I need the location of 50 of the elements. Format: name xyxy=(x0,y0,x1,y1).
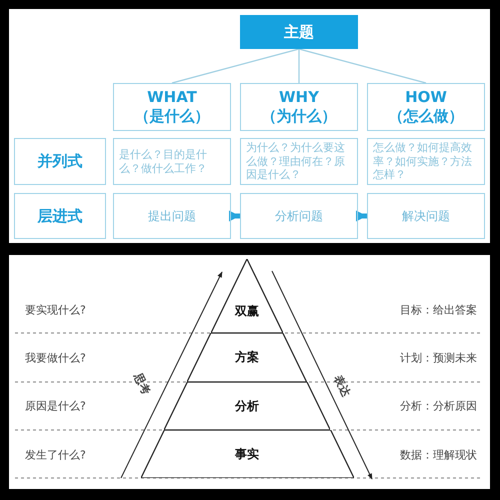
pyramid-tier xyxy=(140,430,354,478)
description-box xyxy=(240,138,358,185)
node-text: 分析 xyxy=(234,398,259,414)
question-text: 发生了什么? xyxy=(25,448,86,462)
arrow xyxy=(229,210,240,222)
question-text: 原因是什么? xyxy=(25,399,86,413)
step-box xyxy=(367,193,485,239)
column-subtitle: （怎么做） xyxy=(388,107,464,126)
column-title: WHY xyxy=(279,88,319,107)
description-box xyxy=(113,138,231,185)
column-subtitle: （为什么） xyxy=(262,107,336,126)
pyramid-tier xyxy=(164,382,330,430)
node-text: 方案 xyxy=(234,350,259,365)
row-header-box xyxy=(14,138,106,185)
node-text: 是什么？目的是什么？做什么工作？ xyxy=(119,148,208,176)
row-header-box xyxy=(14,193,106,239)
column-subtitle: （是什么） xyxy=(134,107,210,126)
question-text: 要实现什么? xyxy=(25,303,86,317)
step-box xyxy=(113,193,231,239)
direction-label: 表达 xyxy=(331,373,353,399)
node-text: 事实 xyxy=(235,446,259,462)
column-title: HOW xyxy=(405,88,447,107)
column-header-box xyxy=(240,83,358,131)
pyramid-tier xyxy=(187,333,307,382)
node-text: 双赢 xyxy=(234,304,259,319)
tier-description: 数据：理解现状 xyxy=(400,448,477,462)
tier-description: 分析：分析原因 xyxy=(400,399,477,413)
connector-line xyxy=(298,49,300,83)
connector-line xyxy=(298,48,426,84)
node-text: 分析问题 xyxy=(275,208,323,224)
node-text: 并列式 xyxy=(38,152,82,171)
topic-box xyxy=(240,15,358,49)
node-text: 为什么？为什么要这么做？理由何在？原因是什么？ xyxy=(246,140,346,182)
question-text: 我要做什么? xyxy=(25,351,86,365)
node-text: 层进式 xyxy=(38,206,82,226)
tier-description: 目标：给出答案 xyxy=(400,303,477,317)
node-text: 解决问题 xyxy=(402,208,450,224)
node-text: 主题 xyxy=(284,22,314,42)
connector-line xyxy=(172,48,300,84)
description-box xyxy=(367,138,485,185)
node-text: 怎么做？如何提高效率？如何实施？方法怎样？ xyxy=(373,140,473,182)
column-header-box xyxy=(113,83,231,131)
pyramid-tier xyxy=(211,259,283,333)
column-header-box xyxy=(367,83,485,131)
arrow xyxy=(356,210,367,222)
node-text: 提出问题 xyxy=(148,208,196,224)
column-title: WHAT xyxy=(147,88,197,107)
tier-description: 计划：预测未来 xyxy=(400,351,477,365)
direction-label: 思考 xyxy=(131,371,153,397)
step-box xyxy=(240,193,358,239)
